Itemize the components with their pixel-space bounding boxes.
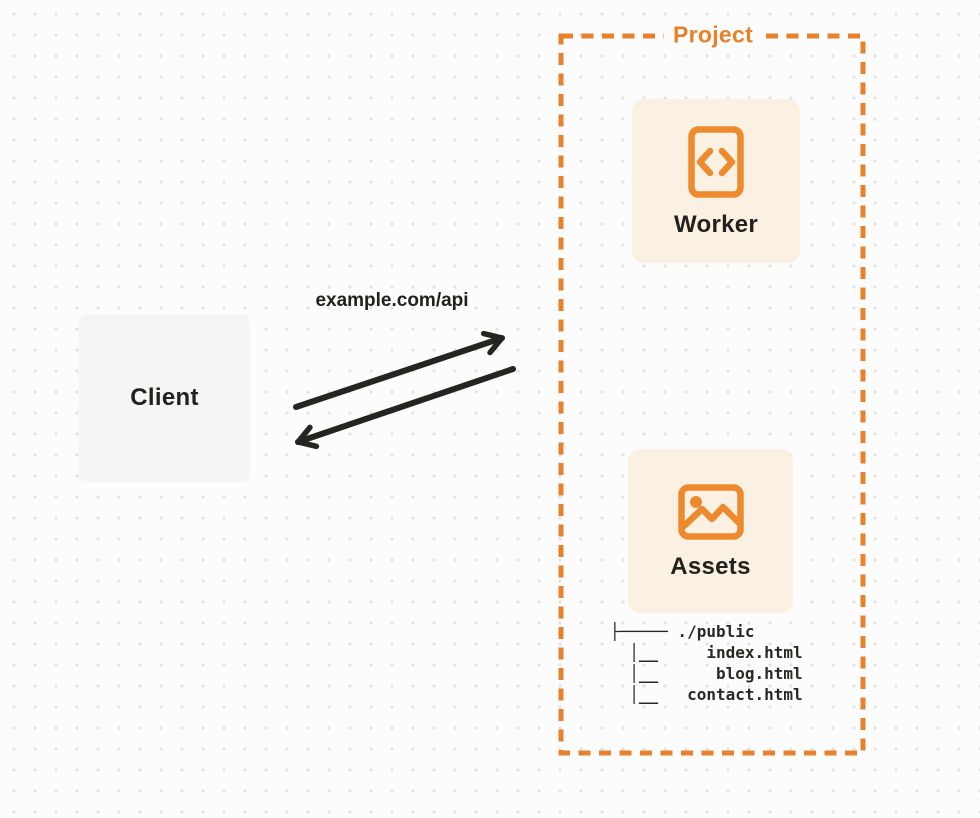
assets-file-tree: ├───── ./public │__ index.html │__ blog.…: [610, 621, 803, 705]
assets-node: Assets: [628, 449, 793, 613]
client-label: Client: [130, 384, 199, 411]
assets-label: Assets: [670, 553, 751, 580]
request-url-label: example.com/api: [315, 290, 469, 311]
project-label: Project: [663, 21, 763, 49]
file-tree-item-blog: │__ blog.html: [610, 664, 803, 683]
response-arrow: [295, 366, 516, 450]
code-document-icon: [688, 126, 744, 198]
worker-label: Worker: [673, 211, 759, 238]
request-arrow: [293, 330, 505, 410]
worker-node: Worker: [632, 99, 800, 263]
file-tree-item-index: │__ index.html: [610, 643, 803, 662]
client-node: Client: [79, 314, 250, 482]
file-tree-root: ├───── ./public: [610, 622, 755, 641]
file-tree-item-contact: │__ contact.html: [610, 685, 803, 704]
image-icon: [677, 484, 744, 540]
